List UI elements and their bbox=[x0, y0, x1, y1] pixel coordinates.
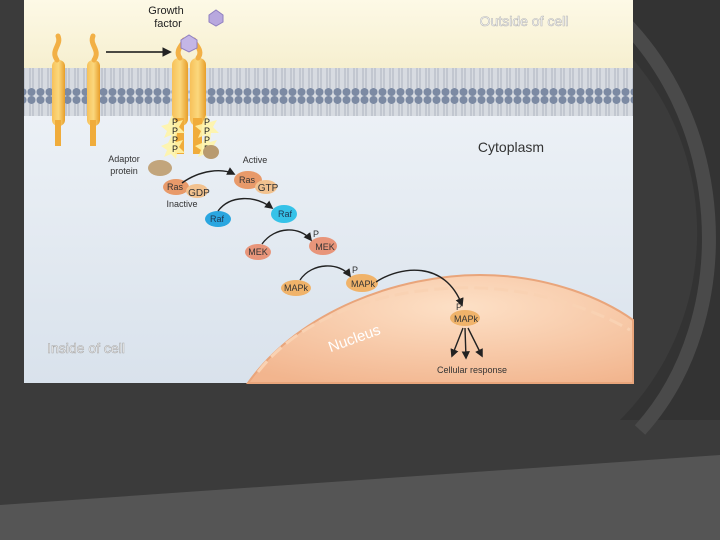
mapk-active-label: MAPk bbox=[351, 279, 376, 289]
gdp-node bbox=[186, 184, 208, 198]
cell-membrane bbox=[24, 68, 633, 116]
gdp-label: GDP bbox=[188, 188, 210, 199]
phospho-burst-left bbox=[161, 115, 185, 159]
mapk-activation-arrow bbox=[299, 265, 351, 281]
raf-activation-arrow bbox=[217, 197, 274, 212]
response-arrow-right bbox=[467, 327, 483, 358]
raf-active-node bbox=[271, 205, 297, 223]
outside-cell-label: Outside of cell bbox=[480, 13, 569, 29]
gtp-label: GTP bbox=[258, 183, 279, 194]
phospho-label: P bbox=[172, 135, 178, 145]
mapk-inactive-label: MAPk bbox=[284, 283, 309, 293]
nuclear-pores bbox=[256, 286, 631, 373]
phospho-label: P bbox=[204, 135, 210, 145]
nucleus-envelope bbox=[246, 273, 634, 384]
response-arrow-left bbox=[450, 327, 464, 358]
outside-region bbox=[24, 0, 633, 70]
mek-inactive-node bbox=[245, 244, 271, 260]
growth-factor-bound-icon bbox=[180, 34, 198, 53]
phospho-label: P bbox=[456, 302, 462, 312]
adaptor-protein-label: Adaptor bbox=[108, 154, 140, 164]
mek-activation-arrow bbox=[261, 229, 313, 245]
phospho-label: P bbox=[313, 229, 319, 239]
inactive-label: Inactive bbox=[166, 199, 197, 209]
ras-active-label: Ras bbox=[239, 175, 256, 185]
mapk-nuclear-label: MAPk bbox=[454, 314, 479, 324]
adaptor-protein-label: protein bbox=[110, 166, 138, 176]
nuclear-import-arrow bbox=[375, 269, 464, 307]
receptor-inactive-left bbox=[52, 33, 65, 146]
adaptor-protein-bound bbox=[203, 145, 219, 159]
phospho-label: P bbox=[172, 144, 178, 154]
gtp-node bbox=[255, 180, 277, 194]
mek-active-node bbox=[309, 237, 337, 255]
receptor-inactive-right bbox=[87, 33, 100, 146]
ras-inactive-label: Ras bbox=[167, 182, 184, 192]
mek-active-label: MEK bbox=[315, 242, 335, 252]
ras-active-node bbox=[234, 171, 262, 189]
phospho-label: P bbox=[352, 265, 358, 275]
phospho-label: P bbox=[172, 117, 178, 127]
active-label: Active bbox=[243, 155, 268, 165]
growth-factor-free-icon bbox=[208, 9, 224, 27]
ras-activation-arrow bbox=[181, 167, 236, 184]
phospho-label: P bbox=[204, 126, 210, 136]
phospho-label: P bbox=[204, 117, 210, 127]
growth-factor-label: factor bbox=[154, 18, 182, 30]
raf-inactive-node bbox=[205, 211, 231, 227]
raf-active-label: Raf bbox=[278, 209, 293, 219]
cellular-response-label: Cellular response bbox=[437, 365, 507, 375]
phospho-label: P bbox=[172, 126, 178, 136]
mapk-inactive-node bbox=[281, 280, 311, 296]
mek-inactive-label: MEK bbox=[248, 247, 268, 257]
mapk-active-node bbox=[346, 274, 378, 292]
inside-cell-label: Inside of cell bbox=[47, 340, 125, 356]
mapk-nuclear-node bbox=[450, 310, 480, 326]
response-arrow-center bbox=[461, 327, 470, 360]
growth-factor-label: Growth bbox=[148, 5, 183, 17]
adaptor-protein-free bbox=[148, 160, 172, 176]
cytoplasm-label: Cytoplasm bbox=[478, 139, 544, 155]
raf-inactive-label: Raf bbox=[210, 214, 225, 224]
